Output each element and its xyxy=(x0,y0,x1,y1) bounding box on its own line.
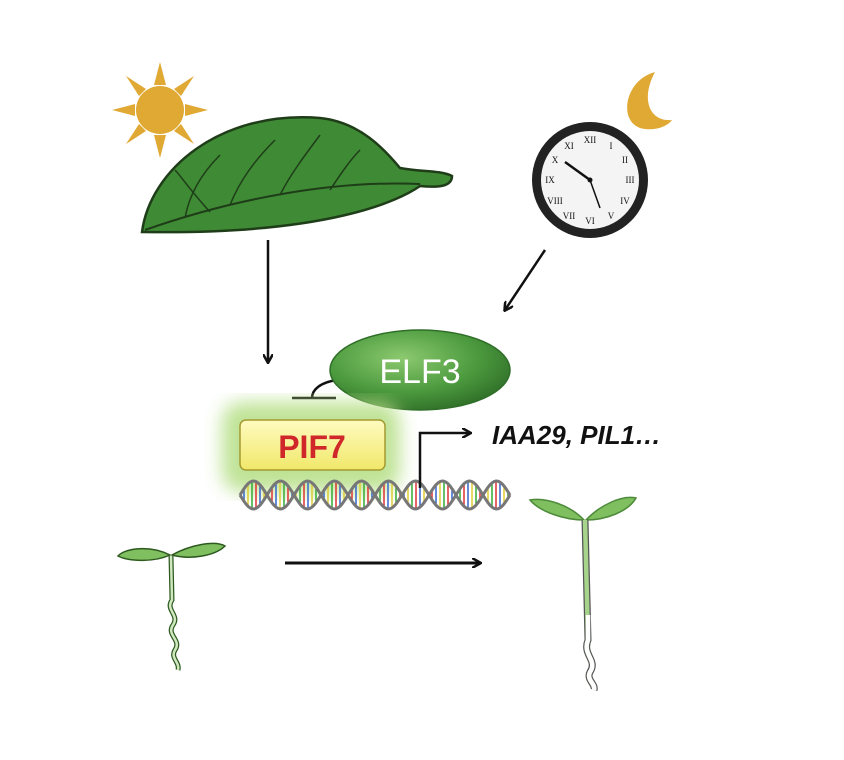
svg-text:V: V xyxy=(608,211,615,221)
svg-text:IX: IX xyxy=(545,175,555,185)
svg-text:IV: IV xyxy=(620,196,630,206)
svg-text:VI: VI xyxy=(585,216,595,226)
svg-text:X: X xyxy=(552,155,559,165)
svg-text:XII: XII xyxy=(584,135,597,145)
sun-icon xyxy=(112,62,208,158)
elf3-protein: ELF3 xyxy=(329,329,511,411)
short-seedling-icon xyxy=(116,542,227,671)
pif7-protein: PIF7 xyxy=(222,402,400,492)
dna-helix-icon xyxy=(238,479,512,511)
transcription-arrow xyxy=(418,433,470,488)
dna-strand xyxy=(238,479,512,511)
svg-text:XI: XI xyxy=(564,141,574,151)
moon-icon xyxy=(627,72,672,130)
target-genes-label: IAA29, PIL1… xyxy=(492,420,661,450)
clock-to-elf3-arrow xyxy=(505,249,547,310)
svg-text:III: III xyxy=(626,175,635,185)
pif7-label: PIF7 xyxy=(278,429,346,465)
leaf-icon xyxy=(140,116,454,234)
elf3-label: ELF3 xyxy=(379,353,460,391)
inhibition-symbol xyxy=(292,378,339,400)
svg-text:I: I xyxy=(610,141,613,151)
svg-text:II: II xyxy=(622,155,628,165)
svg-text:VII: VII xyxy=(563,211,576,221)
svg-text:VIII: VIII xyxy=(547,196,563,206)
tall-seedling-icon xyxy=(528,496,638,692)
